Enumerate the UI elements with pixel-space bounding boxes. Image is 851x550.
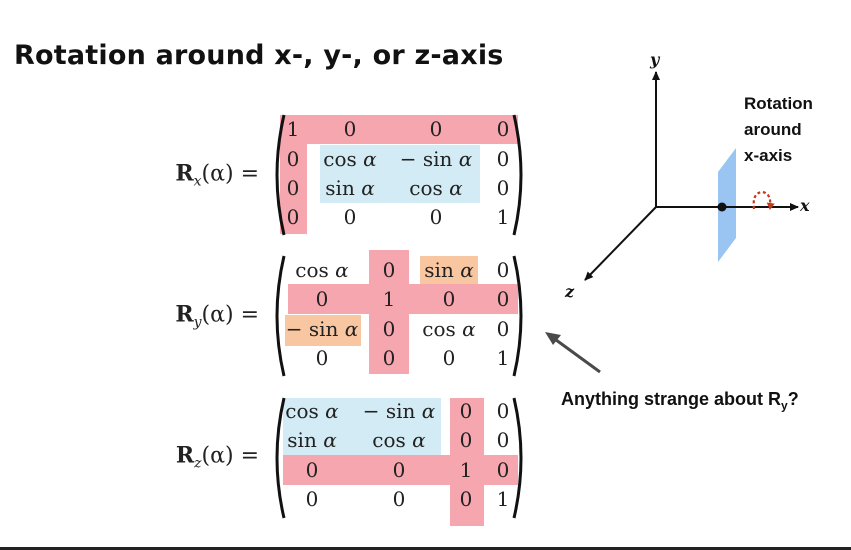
rx-cell: 0 xyxy=(496,147,510,171)
ry-cell: 0 xyxy=(382,317,396,341)
rx-left-paren xyxy=(275,114,286,236)
rx-cell: 1 xyxy=(286,117,300,141)
rz-left-paren xyxy=(275,397,286,519)
rotation-note: Rotation around x-axis xyxy=(744,91,813,169)
rotation-note-line: around xyxy=(744,120,802,139)
rx-cell: 0 xyxy=(286,176,300,200)
pointer-arrow xyxy=(545,332,601,374)
rz-highlight-block xyxy=(283,398,441,456)
x-axis-label: x xyxy=(800,196,810,215)
rotation-arrow xyxy=(752,190,775,210)
ry-highlight-neg-sin xyxy=(285,315,361,346)
z-axis-line xyxy=(584,206,657,281)
rz-cell: 0 xyxy=(496,458,510,482)
rz-cell: cos α xyxy=(285,399,339,423)
rx-cell: 0 xyxy=(343,205,357,229)
ry-cell: 0 xyxy=(382,346,396,370)
rz-cell: 1 xyxy=(496,487,510,511)
axis-diagram xyxy=(584,71,799,281)
ry-cell: cos α xyxy=(422,317,476,341)
question-text: Anything strange about Ry? xyxy=(561,389,799,413)
rx-cell: 0 xyxy=(496,117,510,141)
ry-cell: 0 xyxy=(496,317,510,341)
ry-cell: 0 xyxy=(496,287,510,311)
ry-cell: 0 xyxy=(315,346,329,370)
slide-title: Rotation around x-, y-, or z-axis xyxy=(14,40,504,71)
ry-cell: 1 xyxy=(496,346,510,370)
ry-cell: 0 xyxy=(442,346,456,370)
rz-cell: 0 xyxy=(305,487,319,511)
rotation-plane xyxy=(718,148,736,262)
ry-cell: 0 xyxy=(315,287,329,311)
z-axis-label: z xyxy=(565,282,575,301)
ry-cell: − sin α xyxy=(285,317,359,341)
rz-cell: 0 xyxy=(392,487,406,511)
rx-highlight-col0 xyxy=(280,115,307,234)
ry-cell: cos α xyxy=(295,258,349,282)
ry-cell: 0 xyxy=(442,287,456,311)
rx-highlight-row0 xyxy=(280,115,518,144)
rz-lhs: Rz(α) = xyxy=(175,442,259,472)
ry-lhs: Ry(α) = xyxy=(175,301,259,331)
rz-cell: 0 xyxy=(496,428,510,452)
bottom-divider xyxy=(0,547,851,550)
rx-lhs: Rx(α) = xyxy=(175,160,259,190)
rx-cell: cos α xyxy=(323,147,377,171)
ry-cell: 0 xyxy=(496,258,510,282)
rx-cell: cos α xyxy=(409,176,463,200)
rx-cell: 0 xyxy=(429,117,443,141)
ry-cell: sin α xyxy=(424,258,474,282)
rz-cell: cos α xyxy=(372,428,426,452)
rx-cell: sin α xyxy=(325,176,375,200)
rz-cell: 0 xyxy=(459,428,473,452)
rz-cell: 0 xyxy=(305,458,319,482)
y-axis-label: y xyxy=(650,50,660,69)
rz-right-paren xyxy=(512,397,523,519)
ry-left-paren xyxy=(275,255,286,377)
rx-cell: 1 xyxy=(496,205,510,229)
rx-cell: − sin α xyxy=(399,147,473,171)
rx-cell: 0 xyxy=(343,117,357,141)
rz-cell: 0 xyxy=(392,458,406,482)
rz-cell: − sin α xyxy=(362,399,436,423)
rotation-note-line: x-axis xyxy=(744,146,793,165)
rx-cell: 0 xyxy=(286,147,300,171)
ry-cell: 1 xyxy=(382,287,396,311)
rz-cell: 1 xyxy=(459,458,473,482)
ry-highlight-sin xyxy=(420,256,478,284)
rz-cell: 0 xyxy=(459,399,473,423)
ry-highlight-col1 xyxy=(369,250,409,374)
rx-highlight-block xyxy=(320,145,480,203)
rx-cell: 0 xyxy=(286,205,300,229)
rz-highlight-col2 xyxy=(450,398,484,526)
rz-cell: 0 xyxy=(496,399,510,423)
ry-cell: 0 xyxy=(382,258,396,282)
rx-right-paren xyxy=(512,114,523,236)
rz-cell: 0 xyxy=(459,487,473,511)
rz-cell: sin α xyxy=(287,428,337,452)
rx-cell: 0 xyxy=(429,205,443,229)
ry-right-paren xyxy=(512,255,523,377)
origin-dot xyxy=(717,202,727,212)
rotation-note-line: Rotation xyxy=(744,94,813,113)
rx-cell: 0 xyxy=(496,176,510,200)
